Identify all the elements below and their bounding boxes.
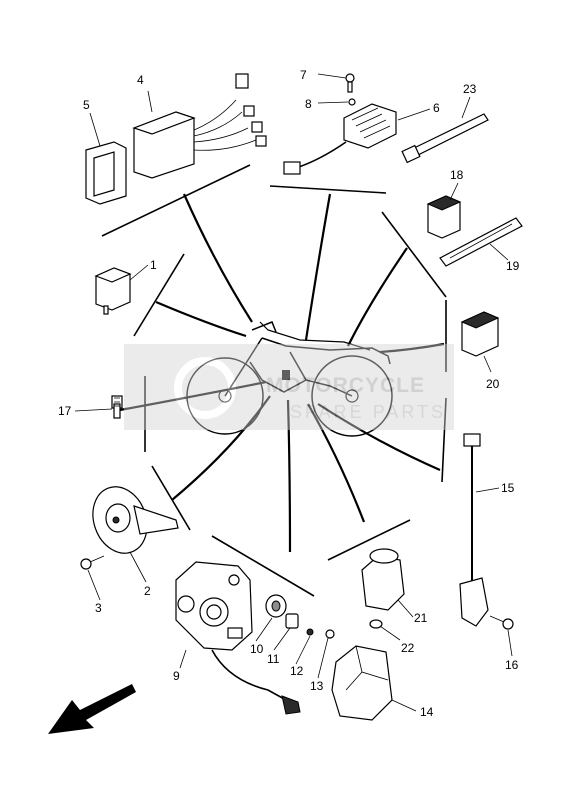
bracket-relay — [327, 519, 411, 561]
main-switch — [175, 561, 335, 715]
callout-14: 14 — [420, 705, 434, 719]
bracket-left-upper — [133, 253, 185, 337]
callout-16: 16 — [505, 658, 519, 672]
callout-3: 3 — [95, 601, 102, 615]
flasher-relay-1 — [94, 267, 132, 315]
callout-23: 23 — [463, 82, 477, 96]
callout-22: 22 — [401, 641, 415, 655]
bracket-right-lower — [441, 397, 447, 483]
bracket-top-center — [269, 185, 387, 194]
relay-18 — [426, 195, 462, 239]
switch-cover — [331, 645, 393, 721]
callout-8: 8 — [305, 97, 312, 111]
callout-13: 13 — [310, 679, 324, 693]
cdi-cover — [85, 141, 127, 205]
callout-18: 18 — [450, 168, 464, 182]
callout-21: 21 — [414, 611, 428, 625]
watermark: MOTORCYCLE SPARE PARTS — [124, 344, 454, 430]
callout-10: 10 — [250, 642, 264, 656]
callout-19: 19 — [506, 259, 520, 273]
callout-7: 7 — [300, 68, 307, 82]
cdi-unit — [132, 73, 267, 179]
sensor-15 — [459, 433, 514, 630]
relay-20 — [460, 311, 500, 357]
connecting-wires — [119, 193, 445, 553]
bracket-right-upper — [381, 211, 447, 298]
callout-9: 9 — [173, 669, 180, 683]
bracket-horn — [151, 465, 191, 531]
callout-4: 4 — [137, 73, 144, 87]
section-brackets — [101, 164, 447, 597]
callout-5: 5 — [83, 98, 90, 112]
watermark-title: MOTORCYCLE — [266, 374, 425, 397]
callout-6: 6 — [433, 101, 440, 115]
callout-2: 2 — [144, 584, 151, 598]
cable-band-23 — [401, 113, 489, 164]
callout-1: 1 — [150, 258, 157, 272]
callout-11: 11 — [267, 652, 280, 666]
relay-unit-21 — [361, 548, 405, 629]
bracket-top-left — [101, 164, 251, 237]
watermark-subtitle: SPARE PARTS — [290, 402, 446, 422]
callout-15: 15 — [501, 481, 515, 495]
horn — [80, 486, 179, 570]
callout-17: 17 — [58, 404, 72, 418]
cable-band-19 — [439, 217, 523, 267]
callout-12: 12 — [290, 664, 304, 678]
bracket-switch — [211, 535, 315, 597]
callout-numbers: 4 5 7 8 6 23 18 19 1 20 17 15 2 3 16 9 1… — [58, 68, 520, 719]
motorcycle-outline — [186, 321, 393, 437]
callout-leaders — [74, 73, 513, 712]
callout-20: 20 — [486, 377, 500, 391]
front-direction-arrow — [48, 684, 136, 734]
plug-17 — [111, 395, 123, 419]
rectifier-regulator — [283, 73, 397, 175]
